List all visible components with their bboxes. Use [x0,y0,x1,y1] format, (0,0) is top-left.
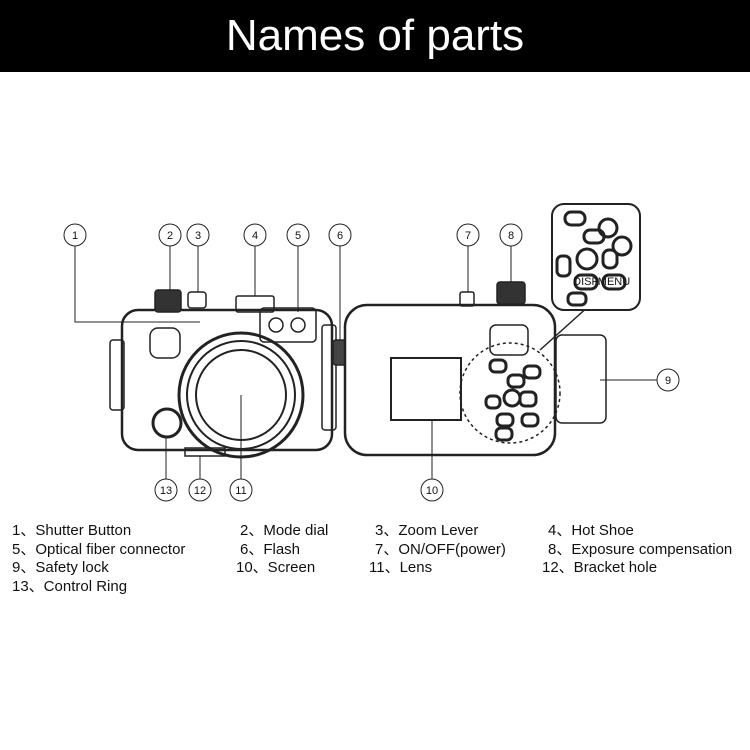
svg-text:2: 2 [167,230,173,242]
callout-6: 6 [328,223,352,247]
legend-item: 5、Optical fiber connector [12,541,186,558]
control-ring [151,407,183,439]
svg-text:11: 11 [235,485,246,497]
legend-item: 9、Safety lock [12,559,109,576]
menu-button-label: MENU [598,276,630,288]
svg-text:8: 8 [508,230,514,242]
disp-button-label: DISP [573,276,599,288]
callout-9: 9 [656,368,680,392]
svg-text:10: 10 [426,485,438,497]
callout-13: 13 [154,478,178,502]
svg-text:4: 4 [252,230,258,242]
legend-item: 8、Exposure compensation [548,541,733,558]
housing-front [109,289,348,459]
legend-item: 12、Bracket hole [542,559,658,576]
svg-text:13: 13 [160,485,172,497]
svg-text:6: 6 [337,230,343,242]
legend-item: 4、Hot Shoe [548,522,634,539]
legend-item: 6、Flash [240,541,301,558]
page-title: Names of parts [0,0,750,72]
safety-lock [555,334,607,424]
callout-7: 7 [456,223,480,247]
callout-8: 8 [499,223,523,247]
callout-4: 4 [243,223,267,247]
callout-1: 1 [63,223,87,247]
callout-10: 10 [420,478,444,502]
legend-item: 11、Lens [369,559,433,576]
legend-item: 10、Screen [236,559,316,576]
housing-back [343,281,607,457]
callout-3: 3 [186,223,210,247]
callout-2: 2 [158,223,182,247]
svg-text:9: 9 [665,375,671,387]
svg-text:5: 5 [295,230,301,242]
legend-item: 1、Shutter Button [12,522,132,539]
bracket-hole [184,447,226,457]
mode-dial [154,289,182,313]
camera-housing-diagram: DISP MENU 1 2 3 4 5 6 7 8 9 10 11 12 13 [63,203,680,502]
callout-5: 5 [286,223,310,247]
callout-12: 12 [188,478,212,502]
exposure-dial [496,281,526,305]
screen [390,357,462,421]
legend-item: 2、Mode dial [240,522,329,539]
legend-item: 3、Zoom Lever [375,522,479,539]
legend-item: 13、Control Ring [12,578,128,595]
leader-lines [74,246,657,479]
callout-11: 11 [229,478,253,502]
svg-text:3: 3 [195,230,201,242]
legend-item: 7、ON/OFF(power) [375,541,506,558]
buttons-inset: DISP MENU [551,203,641,311]
svg-text:12: 12 [194,485,206,497]
power-button [459,291,475,307]
svg-text:7: 7 [465,230,471,242]
svg-text:1: 1 [72,230,78,242]
optical-fiber-connector [259,307,317,343]
